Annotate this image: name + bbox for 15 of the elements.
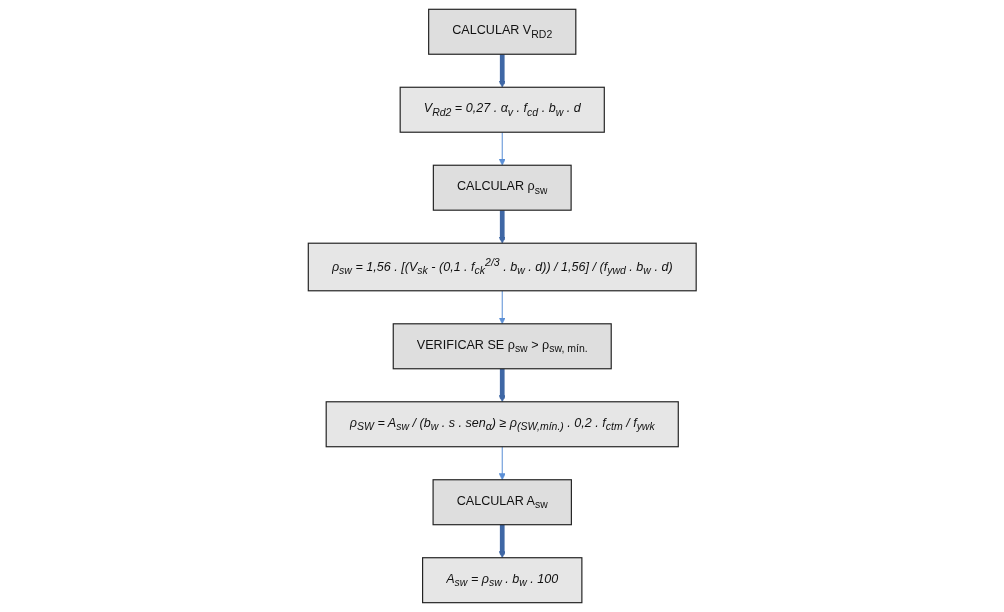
node-box: CALCULAR A$_{sw}$ xyxy=(432,479,572,526)
node-box: CALCULAR ρ$_{sw}$ xyxy=(432,164,572,211)
node-box: ρ$_{SW}$ = A$_{sw}$ / (b$_{w}$ . s . sen$_{α}$) ≥ ρ$_{(SW,mín.)}$ . 0,2 . f$_{ctm}$ / f$_{ywk}$ xyxy=(325,401,679,448)
arrow xyxy=(498,210,506,244)
arrow xyxy=(498,131,506,166)
node-box: VERIFICAR SE ρ$_{sw}$ > ρ$_{sw, mín.}$ xyxy=(392,323,612,370)
arrow xyxy=(498,524,506,559)
arrow xyxy=(498,54,506,88)
node-box: CALCULAR V$_{RD2}$ xyxy=(427,8,577,55)
arrow xyxy=(498,368,506,403)
node-box: A$_{sw}$ = ρ$_{sw}$ . b$_{w}$ . 100 xyxy=(421,557,583,604)
node-box: V$_{Rd2}$ = 0,27 . α$_{v}$ . f$_{cd}$ . b$_{w}$ . d xyxy=(399,86,605,133)
node-box: ρ$_{sw}$ = 1,56 . [(V$_{sk}$ - (0,1 . f$_{ck}$$^{2/3}$ . b$_{w}$ . d)) / 1,56] / (f$_{ywd}$ . b$_{w}$ . d) xyxy=(307,242,697,292)
arrow xyxy=(498,290,506,325)
arrow xyxy=(498,446,506,481)
